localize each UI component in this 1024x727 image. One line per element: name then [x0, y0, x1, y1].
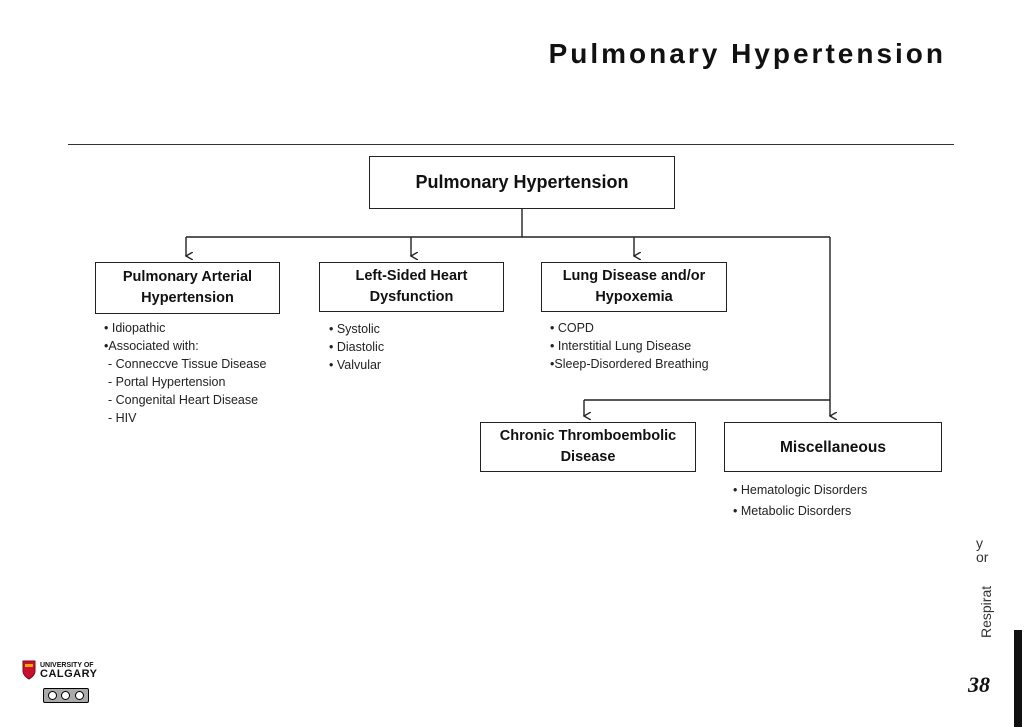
list-item: •Associated with: [104, 339, 199, 353]
logo-line2: CALGARY [40, 668, 98, 680]
category-label-line1: Miscellaneous [780, 438, 886, 456]
category-label-line2: Dysfunction [369, 289, 454, 305]
left-heart-items: • Systolic • Diastolic • Valvular [329, 320, 384, 374]
side-text-vertical: Respirat [978, 585, 994, 638]
page-bar [1014, 630, 1022, 727]
misc-items: • Hematologic Disorders • Metabolic Diso… [733, 480, 867, 522]
list-item: • Diastolic [329, 340, 385, 354]
list-item: • Valvular [329, 358, 382, 372]
category-label-line1: Left-Sided Heart [355, 268, 468, 284]
list-item: • Idiopathic [104, 321, 166, 335]
list-item: • Interstitial Lung Disease [550, 339, 692, 353]
list-item: • Metabolic Disorders [733, 504, 852, 518]
category-label-line2: Hypertension [141, 290, 234, 306]
root-label: Pulmonary Hypertension [415, 172, 629, 192]
category-box-lung: Lung Disease and/or Hypoxemia [541, 262, 727, 312]
category-box-left-heart: Left-Sided Heart Dysfunction [319, 262, 504, 312]
category-label-line1: Lung Disease and/or [562, 268, 706, 284]
category-box-pah: Pulmonary Arterial Hypertension [95, 262, 280, 314]
list-item: - Conneccve Tissue Disease [108, 357, 267, 371]
page-number: 38 [968, 672, 990, 697]
side-text-top: y or [976, 535, 989, 565]
pah-items: • Idiopathic •Associated with: - Connecc… [104, 319, 266, 427]
list-item: • COPD [550, 321, 594, 335]
category-box-cted: Chronic Thromboembolic Disease [480, 422, 696, 472]
crest-icon [22, 660, 36, 680]
creative-commons-icon [43, 688, 89, 703]
category-label-line2: Disease [560, 449, 616, 465]
category-label-line1: Chronic Thromboembolic [499, 428, 677, 444]
category-box-misc: Miscellaneous [724, 422, 942, 472]
category-label-line2: Hypoxemia [595, 289, 673, 305]
logo-line1: UNIVERSITY OF [40, 662, 94, 669]
list-item: - HIV [108, 411, 137, 425]
university-logo: UNIVERSITY OF CALGARY [22, 660, 97, 680]
category-label-line1: Pulmonary Arterial [122, 269, 253, 285]
list-item: • Hematologic Disorders [733, 483, 868, 497]
list-item: • Systolic [329, 322, 380, 336]
list-item: •Sleep-Disordered Breathing [550, 357, 709, 371]
root-box: Pulmonary Hypertension [369, 156, 675, 209]
list-item: - Portal Hypertension [108, 375, 226, 389]
list-item: - Congenital Heart Disease [108, 393, 259, 407]
title-divider [68, 144, 954, 145]
slide-title: Pulmonary Hypertension [548, 38, 946, 69]
lung-items: • COPD • Interstitial Lung Disease •Slee… [550, 319, 709, 373]
